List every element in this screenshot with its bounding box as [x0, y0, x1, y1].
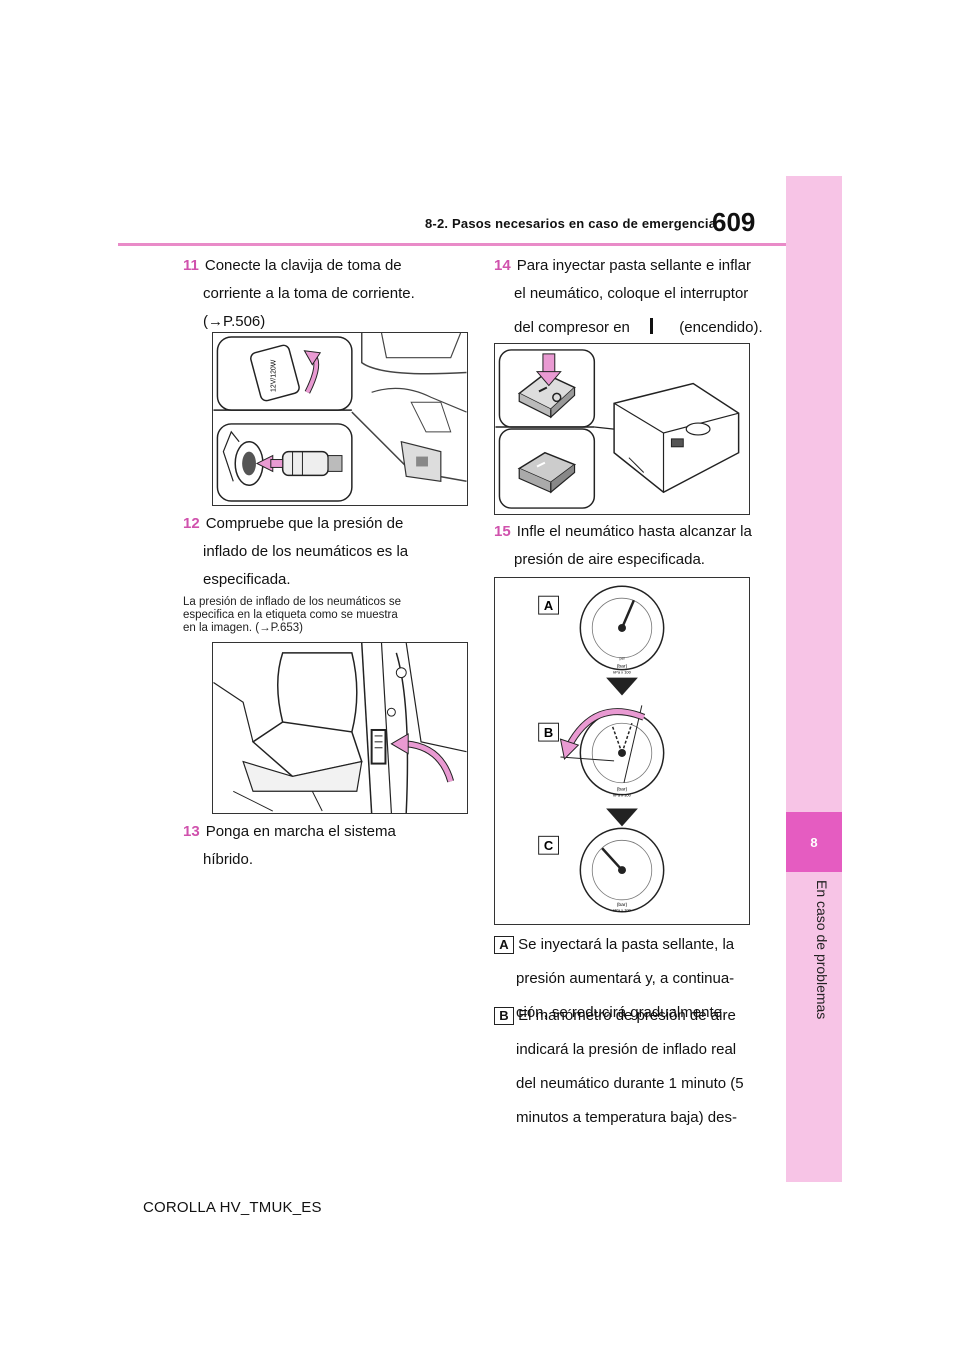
power-outlet-illustration: 12V/120W: [212, 332, 468, 506]
svg-text:(bar): (bar): [617, 787, 628, 793]
compressor-switch-illustration: [494, 343, 750, 515]
note-label-a: A: [494, 936, 514, 954]
gauge-label-b: B: [544, 725, 553, 740]
svg-text:kPa x 100: kPa x 100: [613, 670, 631, 675]
socket-cap-label: 12V/120W: [271, 359, 278, 392]
gauge-b: (bar) kPa x 100: [560, 705, 665, 798]
tire-pressure-label-illustration: [212, 642, 468, 814]
gauge-a: psi (bar) kPa x 100: [579, 585, 665, 675]
svg-text:kPa x 100: kPa x 100: [613, 908, 631, 913]
step-number: 11: [183, 257, 199, 274]
page-number: 609: [712, 207, 756, 237]
chapter-side-tab: [786, 176, 842, 1182]
chapter-label: En caso de problemas: [814, 880, 830, 1020]
section-title: 8-2. Pasos necesarios en caso de emergen…: [425, 216, 717, 231]
note-label-b: B: [494, 1007, 514, 1025]
svg-text:psi: psi: [619, 656, 624, 661]
note-b: B El manómetro de presión de aire indica…: [494, 1002, 744, 1132]
switch-on-symbol-icon: [650, 318, 654, 334]
step-number: 12: [183, 515, 200, 532]
chapter-number: 8: [786, 812, 842, 872]
svg-text:(bar): (bar): [617, 902, 628, 908]
header-divider: [118, 243, 842, 246]
note-a: A Se inyectará la pasta sellante, la pre…: [494, 931, 734, 1027]
svg-text:kPa x 100: kPa x 100: [613, 793, 631, 798]
pressure-gauge-illustration: A B C psi (bar) kPa x 100 (bar) kPa x 10…: [494, 577, 750, 925]
step-number: 13: [183, 823, 200, 840]
step-12-note: La presión de inflado de los neumáticos …: [183, 596, 402, 634]
step-number: 14: [494, 257, 511, 274]
step-number: 15: [494, 523, 511, 540]
footer-model: COROLLA HV_TMUK_ES: [143, 1199, 322, 1216]
gauge-label-c: C: [544, 838, 553, 853]
gauge-c: (bar) kPa x 100: [579, 827, 665, 913]
gauge-label-a: A: [544, 598, 553, 613]
svg-text:(bar): (bar): [617, 664, 628, 670]
